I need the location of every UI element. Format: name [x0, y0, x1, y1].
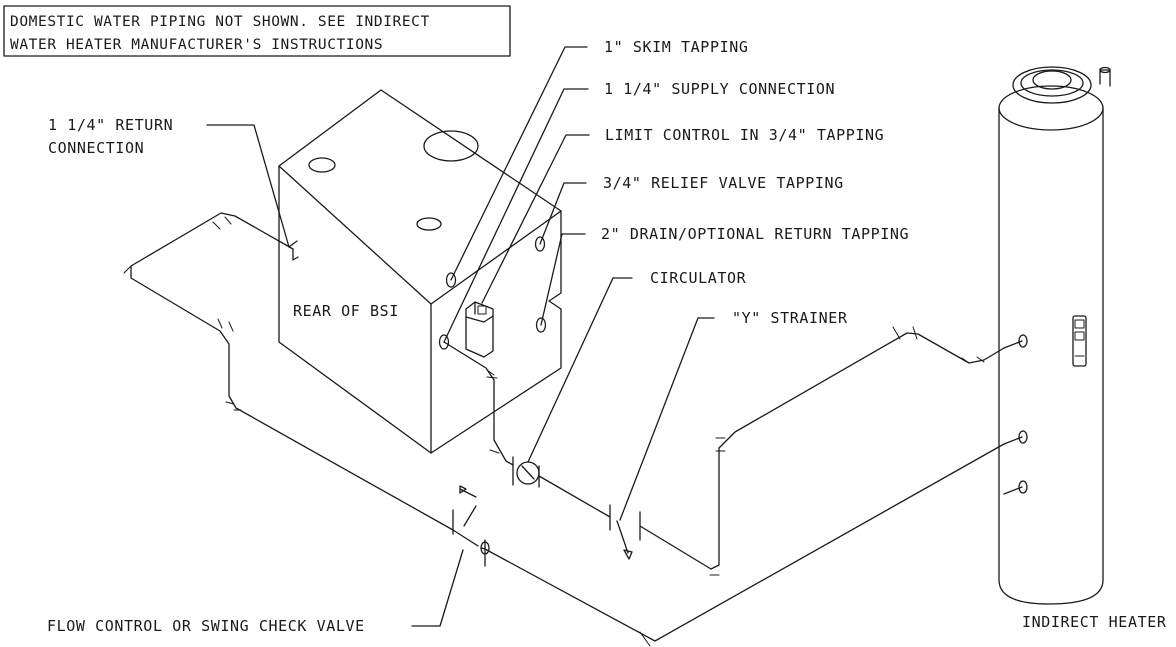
return-connection-label-1: 1 1/4" RETURN [48, 116, 173, 134]
callouts: 1" SKIM TAPPING 1 1/4" SUPPLY CONNECTION… [47, 38, 909, 635]
drain-tapping-label: 2" DRAIN/OPTIONAL RETURN TAPPING [601, 225, 909, 243]
limit-control [465, 301, 494, 358]
return-connection-marker [288, 240, 299, 261]
note-box: DOMESTIC WATER PIPING NOT SHOWN. SEE IND… [3, 5, 511, 57]
supply-leader [443, 88, 589, 343]
leader-lines [206, 46, 715, 627]
flow-control-leader [411, 549, 464, 627]
heater-control [1072, 315, 1087, 367]
supply-connection-label: 1 1/4" SUPPLY CONNECTION [604, 80, 835, 98]
relief-leader [539, 182, 587, 245]
circulator [512, 456, 540, 488]
note-line-1: DOMESTIC WATER PIPING NOT SHOWN. SEE IND… [10, 14, 430, 30]
limit-control-label: LIMIT CONTROL IN 3/4" TAPPING [605, 126, 884, 144]
skim-tapping-label: 1" SKIM TAPPING [604, 38, 748, 56]
strainer-leader [619, 317, 715, 521]
flow-control-label: FLOW CONTROL OR SWING CHECK VALVE [47, 617, 365, 635]
circulator-label: CIRCULATOR [650, 269, 747, 287]
circulator-leader [527, 277, 633, 463]
boiler-block: REAR OF BSI [278, 89, 562, 454]
skim-leader [450, 46, 588, 281]
boiler-label: REAR OF BSI [293, 302, 399, 320]
y-strainer [609, 504, 641, 560]
return-leader [206, 124, 290, 248]
limit-control-leader [481, 134, 590, 304]
supply-piping [443, 326, 1005, 576]
drain-leader [540, 233, 586, 326]
relief-valve-label: 3/4" RELIEF VALVE TAPPING [603, 174, 844, 192]
return-piping [123, 212, 1005, 647]
return-connection-label-2: CONNECTION [48, 139, 144, 157]
indirect-heater: INDIRECT HEATER [998, 66, 1167, 631]
check-valve [452, 485, 490, 567]
strainer-label: "Y" STRAINER [732, 309, 848, 327]
heater-label: INDIRECT HEATER [1022, 613, 1167, 631]
note-line-2: WATER HEATER MANUFACTURER'S INSTRUCTIONS [10, 37, 383, 53]
